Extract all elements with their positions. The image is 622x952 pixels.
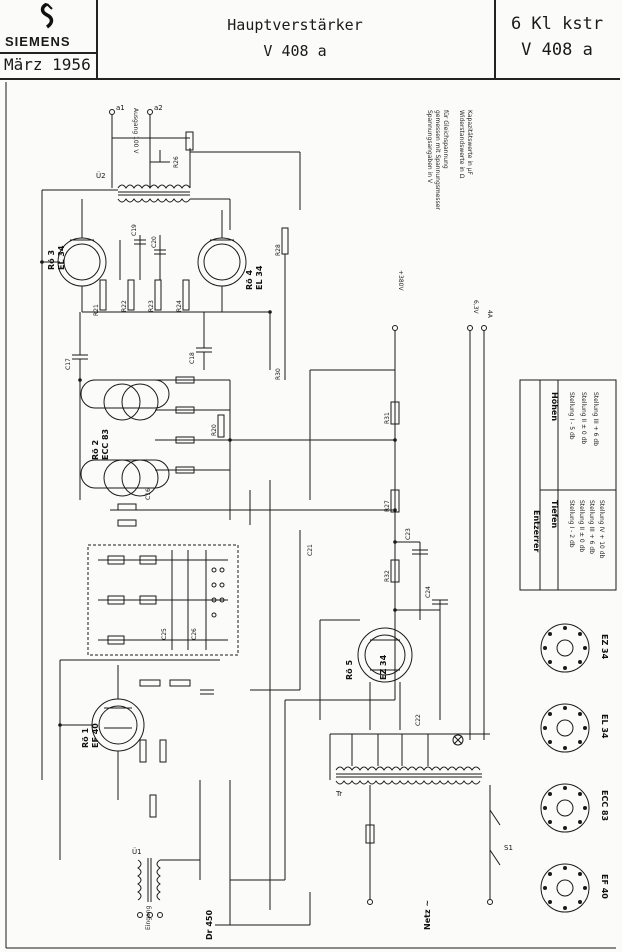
output-terminal-a2: a2 — [154, 104, 163, 112]
id-box: 6 Kl kstr V 408 a — [494, 0, 620, 80]
tube-type-ro3: EL 34 — [57, 245, 66, 270]
supply-voltage: +380V — [397, 270, 404, 291]
component-labels: R21 R22 R23 R24 R28 R26 R31 R27 R32 R20 … — [65, 156, 432, 726]
hoehen-header: Höhen — [550, 392, 559, 421]
capacitor-label: C22 — [415, 714, 422, 726]
resistor-label: R30 — [275, 368, 282, 380]
supply-labels: +380V 6,3V 4A — [397, 270, 493, 319]
note-line: Widerstandswerte in Ω — [458, 110, 465, 179]
resistor-label: R28 — [275, 244, 282, 256]
title-block: SIEMENS März 1956 Hauptverstärker V 408 … — [0, 0, 622, 80]
capacitor-label: C18 — [189, 352, 196, 364]
tiefen-row: Stellung III + 6 db — [588, 500, 595, 554]
logo-box: SIEMENS März 1956 — [0, 0, 98, 80]
tube-type-ro2: ECC 83 — [101, 429, 110, 460]
capacitor-label: C19 — [131, 224, 138, 236]
tiefen-row: Stellung II ± 0 db — [578, 500, 585, 552]
tube-ref-ro4: Rö 4 — [245, 270, 254, 290]
tiefen-row: Stellung IV + 10 db — [598, 500, 605, 559]
heater-voltage: 6,3V — [472, 300, 479, 315]
siemens-logo-icon — [40, 3, 54, 29]
note-line: Spannungsangaben in V — [426, 110, 433, 184]
entzerrer-table: Entzerrer Höhen Stellung I - 5 db Stellu… — [532, 392, 605, 559]
hoehen-row: Stellung II ± 0 db — [580, 392, 587, 444]
tube-ref-ro3: Rö 3 — [47, 250, 56, 270]
drawing-model: V 408 a — [263, 42, 327, 60]
drawing-id-model: V 408 a — [521, 40, 593, 60]
pinout-labels: EZ 34 EL 34 ECC 83 EF 40 — [600, 634, 609, 899]
capacitor-label: C16 — [145, 488, 152, 500]
input-section: Ü1 Eingang Dr 450 — [132, 847, 214, 940]
hoehen-row: Stellung I - 5 db — [568, 392, 575, 440]
capacitor-label: C24 — [425, 586, 432, 598]
note-line: Kapazitätswerte in µF — [466, 110, 473, 176]
tiefen-row: Stellung I - 2 db — [568, 500, 575, 548]
tube-ref-ro1: Rö 1 — [81, 728, 90, 748]
hoehen-row: Stellung III + 6 db — [592, 392, 599, 446]
tiefen-header: Tiefen — [550, 500, 559, 529]
resistor-label: R21 — [93, 304, 100, 316]
resistor-label: R22 — [121, 300, 128, 312]
pinout-label-ecc83: ECC 83 — [600, 790, 609, 821]
note-line: für Gleichspannung — [442, 110, 449, 169]
mains-switch-label: S1 — [504, 844, 513, 852]
tube-type-ro4: EL 34 — [255, 265, 264, 290]
capacitor-label: C20 — [151, 236, 158, 248]
drawing-id: 6 Kl kstr — [510, 14, 604, 34]
tube-type-ro1: EF 40 — [91, 723, 100, 748]
note-line: gemessen mit Spannungsmesser — [434, 110, 441, 210]
measurement-notes: Spannungsangaben in V gemessen mit Spann… — [426, 110, 473, 210]
resistor-label: R26 — [173, 156, 180, 168]
input-transformer-label: Ü1 — [132, 847, 142, 856]
resistor-label: R23 — [148, 300, 155, 312]
input-choke-label: Dr 450 — [205, 909, 214, 940]
capacitor-label: C26 — [191, 628, 198, 640]
pinout-label-ef40: EF 40 — [600, 874, 609, 899]
brand-name: SIEMENS — [5, 34, 71, 49]
resistor-label: R31 — [384, 412, 391, 424]
pinout-label-ez34: EZ 34 — [600, 634, 609, 660]
output-transformer-label: Ü2 — [96, 171, 106, 180]
tube-labels: Rö 3 EL 34 Rö 4 EL 34 Rö 2 ECC 83 Rö 1 E… — [47, 245, 388, 748]
capacitor-label: C23 — [405, 528, 412, 540]
drawing-date: März 1956 — [4, 55, 91, 74]
mains-label: Netz ~ — [423, 900, 432, 930]
capacitor-label: C25 — [161, 628, 168, 640]
tube-ref-ro2: Rö 2 — [91, 440, 100, 460]
entzerrer-title: Entzerrer — [532, 510, 541, 552]
pinout-label-el34: EL 34 — [600, 714, 609, 739]
resistor-label: R20 — [211, 424, 218, 436]
tube-type-ro5: EZ 34 — [379, 654, 388, 680]
drawing-title: Hauptverstärker — [227, 16, 363, 34]
title-box: Hauptverstärker V 408 a — [96, 0, 496, 80]
tube-ref-ro5: Rö 5 — [345, 660, 354, 680]
capacitor-label: C21 — [307, 544, 314, 556]
resistor-label: R32 — [384, 570, 391, 582]
mains-section: Tr S1 Netz ~ — [335, 790, 513, 930]
input-label: Eingang — [145, 905, 152, 930]
heater-current: 4A — [486, 310, 493, 319]
schematic: a1 a2 Ausgang 100 V Ü2 Rö 3 EL 34 Rö 4 E… — [5, 82, 617, 949]
resistor-label: R27 — [384, 500, 391, 512]
output-section: a1 a2 Ausgang 100 V Ü2 — [96, 104, 163, 180]
mains-transformer-label: Tr — [335, 790, 342, 798]
output-terminal-a1: a1 — [116, 104, 125, 112]
output-label: Ausgang 100 V — [132, 108, 139, 154]
resistor-label: R24 — [176, 300, 183, 312]
capacitor-label: C17 — [65, 358, 72, 370]
logo-divider — [0, 52, 96, 54]
